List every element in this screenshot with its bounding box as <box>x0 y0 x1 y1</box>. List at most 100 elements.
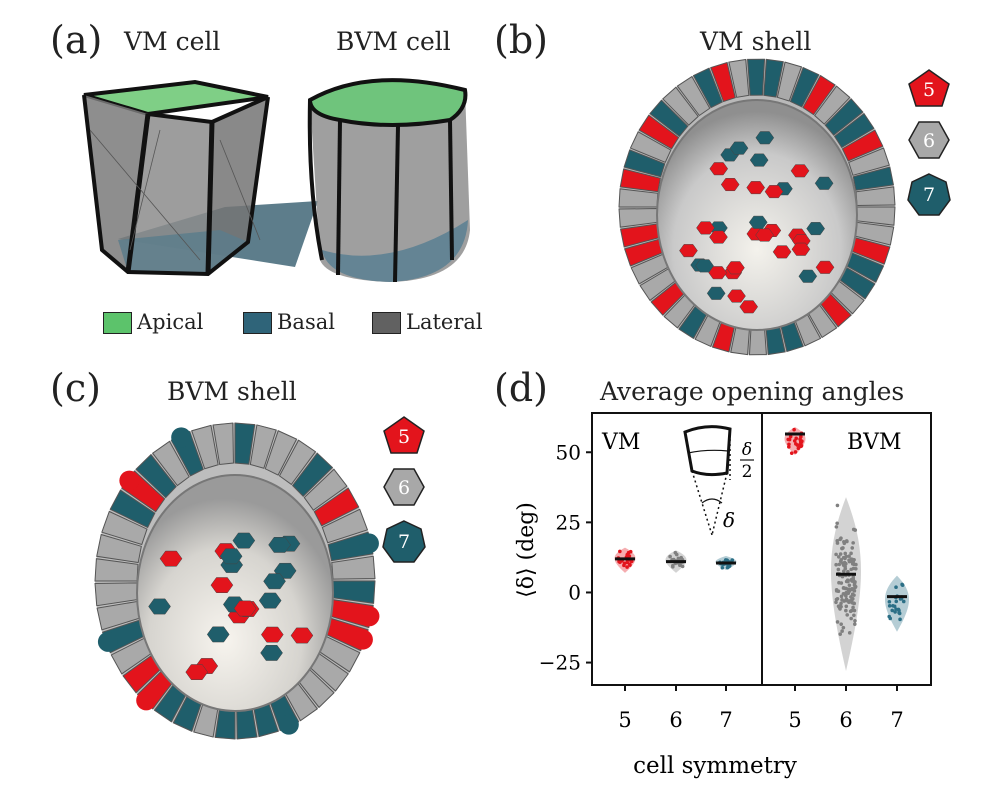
shell-cell <box>852 166 895 191</box>
data-point <box>843 551 848 556</box>
data-point <box>887 599 892 604</box>
data-point <box>850 592 855 597</box>
cell-models-illustration <box>82 78 470 283</box>
violin-body <box>885 575 909 632</box>
shell-cell-bulge <box>119 470 140 491</box>
data-point <box>788 434 793 439</box>
vm-shell-render <box>618 58 896 356</box>
shell-cell <box>728 58 750 98</box>
data-point <box>894 607 898 611</box>
heptagon-icon <box>382 520 426 563</box>
data-point <box>840 546 844 551</box>
data-point <box>844 597 849 601</box>
data-point <box>887 604 892 608</box>
key-7-label: 7 <box>923 184 935 206</box>
shell-inner-cell <box>746 181 766 195</box>
data-point <box>851 605 855 610</box>
shell-cell <box>321 508 369 544</box>
half-angle-denominator: 2 <box>742 462 753 482</box>
data-point <box>794 442 798 446</box>
data-point <box>841 586 846 590</box>
shell-inner-cell <box>764 185 784 199</box>
x-tick-label: 5 <box>618 708 631 732</box>
shell-inner-cell <box>233 600 257 617</box>
data-point <box>724 558 729 563</box>
apical-swatch <box>103 312 132 334</box>
data-point <box>835 620 840 624</box>
data-point <box>834 525 839 529</box>
data-point <box>844 554 848 559</box>
shell-cell <box>96 533 142 564</box>
shell-cell <box>101 510 148 546</box>
data-point <box>625 565 629 569</box>
lateral-swatch <box>372 312 401 334</box>
panel-b-label: (b) <box>494 18 548 62</box>
shell-cell <box>638 114 680 150</box>
x-axis-label: cell symmetry <box>633 753 797 779</box>
data-point <box>839 557 844 562</box>
shell-cell <box>789 66 820 108</box>
data-point <box>849 567 853 572</box>
data-point <box>835 521 839 526</box>
data-point <box>891 603 895 608</box>
data-point <box>730 558 735 562</box>
y-tick-label: −25 <box>539 651 581 675</box>
shell-cell <box>109 489 156 529</box>
data-point <box>794 436 798 441</box>
data-point <box>834 562 838 567</box>
shell-inner-cell <box>290 627 314 644</box>
basal-swatch <box>243 312 272 334</box>
data-point <box>849 608 854 613</box>
shell-cell-bulge <box>171 427 192 448</box>
lateral-legend-label: Lateral <box>406 310 483 334</box>
shell-cell <box>802 74 836 116</box>
shell-cell <box>94 558 139 582</box>
data-point <box>625 560 630 565</box>
shell-cell <box>841 129 884 162</box>
data-point <box>850 598 854 602</box>
shell-cell-bulge <box>136 690 157 711</box>
shell-cell <box>629 131 672 164</box>
data-point <box>676 556 681 561</box>
data-point <box>787 445 791 449</box>
bvm-shell-inner-cells <box>148 532 314 680</box>
data-point <box>668 554 672 559</box>
shell-cell <box>313 487 360 527</box>
shell-inner-cell <box>720 178 740 192</box>
shell-cell <box>278 439 317 486</box>
facet-vm-label: VM <box>601 430 640 455</box>
shell-cell <box>151 440 190 487</box>
shell-inner-cell <box>806 222 825 236</box>
data-point <box>847 583 852 588</box>
data-point <box>852 622 857 626</box>
shell-cell <box>692 67 723 109</box>
shell-inner-cell <box>148 598 171 615</box>
shell-inner-cell <box>729 141 749 155</box>
data-point <box>844 539 849 543</box>
data-point <box>835 596 840 601</box>
y-tick-label: 0 <box>568 580 581 604</box>
shell-inner-cell <box>219 548 243 565</box>
data-point <box>844 561 848 566</box>
shell-inner-cell <box>268 537 291 553</box>
data-point <box>844 604 849 609</box>
data-point <box>853 584 858 589</box>
data-point <box>834 600 838 605</box>
data-point <box>849 587 854 592</box>
shell-inner-cell <box>815 260 835 274</box>
data-point <box>792 427 796 432</box>
key-6-label: 6 <box>923 130 935 152</box>
data-point <box>622 561 627 566</box>
data-point <box>853 528 858 532</box>
shell-inner-cell <box>260 626 284 643</box>
data-point <box>618 560 622 565</box>
data-point <box>618 549 622 554</box>
shell-inner-cell <box>210 577 234 593</box>
data-point <box>894 599 899 604</box>
shell-inner-cell <box>185 664 209 680</box>
data-point <box>842 541 847 546</box>
shell-cell <box>824 98 864 136</box>
basal-legend-label: Basal <box>277 310 335 334</box>
shell-inner-cell <box>706 286 726 300</box>
data-point <box>836 567 841 572</box>
